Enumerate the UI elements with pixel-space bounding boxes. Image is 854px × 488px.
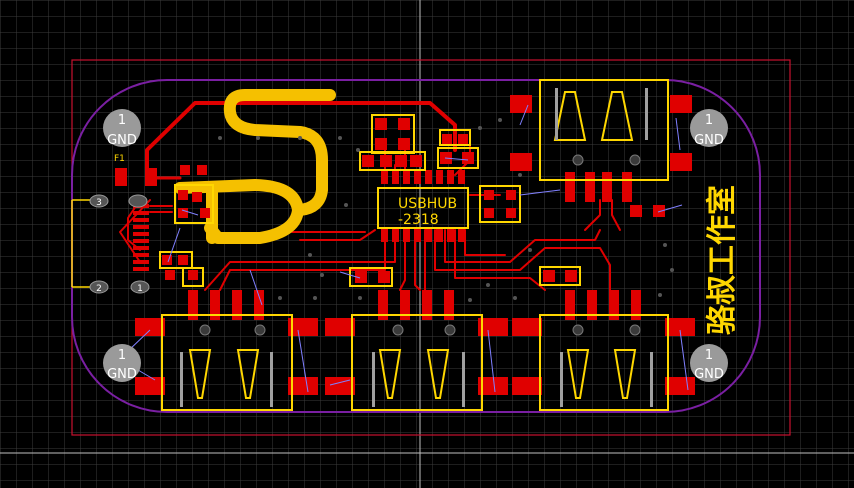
- hole-net-label: GND: [107, 133, 137, 148]
- hole-net-label: GND: [694, 133, 724, 148]
- usb-tongue-graphics: [188, 91, 637, 399]
- edge-pin-2[interactable]: 2: [72, 280, 109, 294]
- edge-pin-3[interactable]: 3: [72, 194, 148, 208]
- hole-net-label: GND: [107, 367, 137, 382]
- mounting-hole-bottom-left[interactable]: 1 GND: [103, 344, 141, 382]
- hole-number: 1: [118, 348, 126, 363]
- hole-number: 1: [118, 113, 126, 128]
- studio-name-silk: 骆叔工作室: [705, 185, 740, 335]
- small-vias: [218, 118, 674, 302]
- smd-pads[interactable]: [115, 95, 695, 395]
- mounting-hole-bottom-right[interactable]: 1 GND: [690, 344, 728, 382]
- copper-traces[interactable]: [119, 101, 621, 291]
- board-subtitle-silk: -2318: [398, 212, 439, 228]
- hole-net-label: GND: [694, 367, 724, 382]
- ratsnest-lines: [126, 104, 689, 393]
- mounting-hole-top-right[interactable]: 1 GND: [690, 109, 728, 148]
- pin-label: 1: [137, 284, 143, 294]
- pin-label: 3: [96, 198, 102, 208]
- edge-pin-1[interactable]: 1: [130, 280, 150, 294]
- silkscreen-outlines: [159, 79, 669, 411]
- hole-number: 1: [705, 348, 713, 363]
- connector-shield-tabs: [180, 88, 653, 407]
- fuse-designator: F1: [114, 154, 125, 164]
- board-title-silk: USBHUB: [398, 196, 457, 212]
- mounting-hole-top-left[interactable]: 1 GND: [103, 109, 141, 148]
- pin-label: 2: [96, 284, 102, 294]
- vias[interactable]: [199, 154, 641, 336]
- hole-number: 1: [705, 113, 713, 128]
